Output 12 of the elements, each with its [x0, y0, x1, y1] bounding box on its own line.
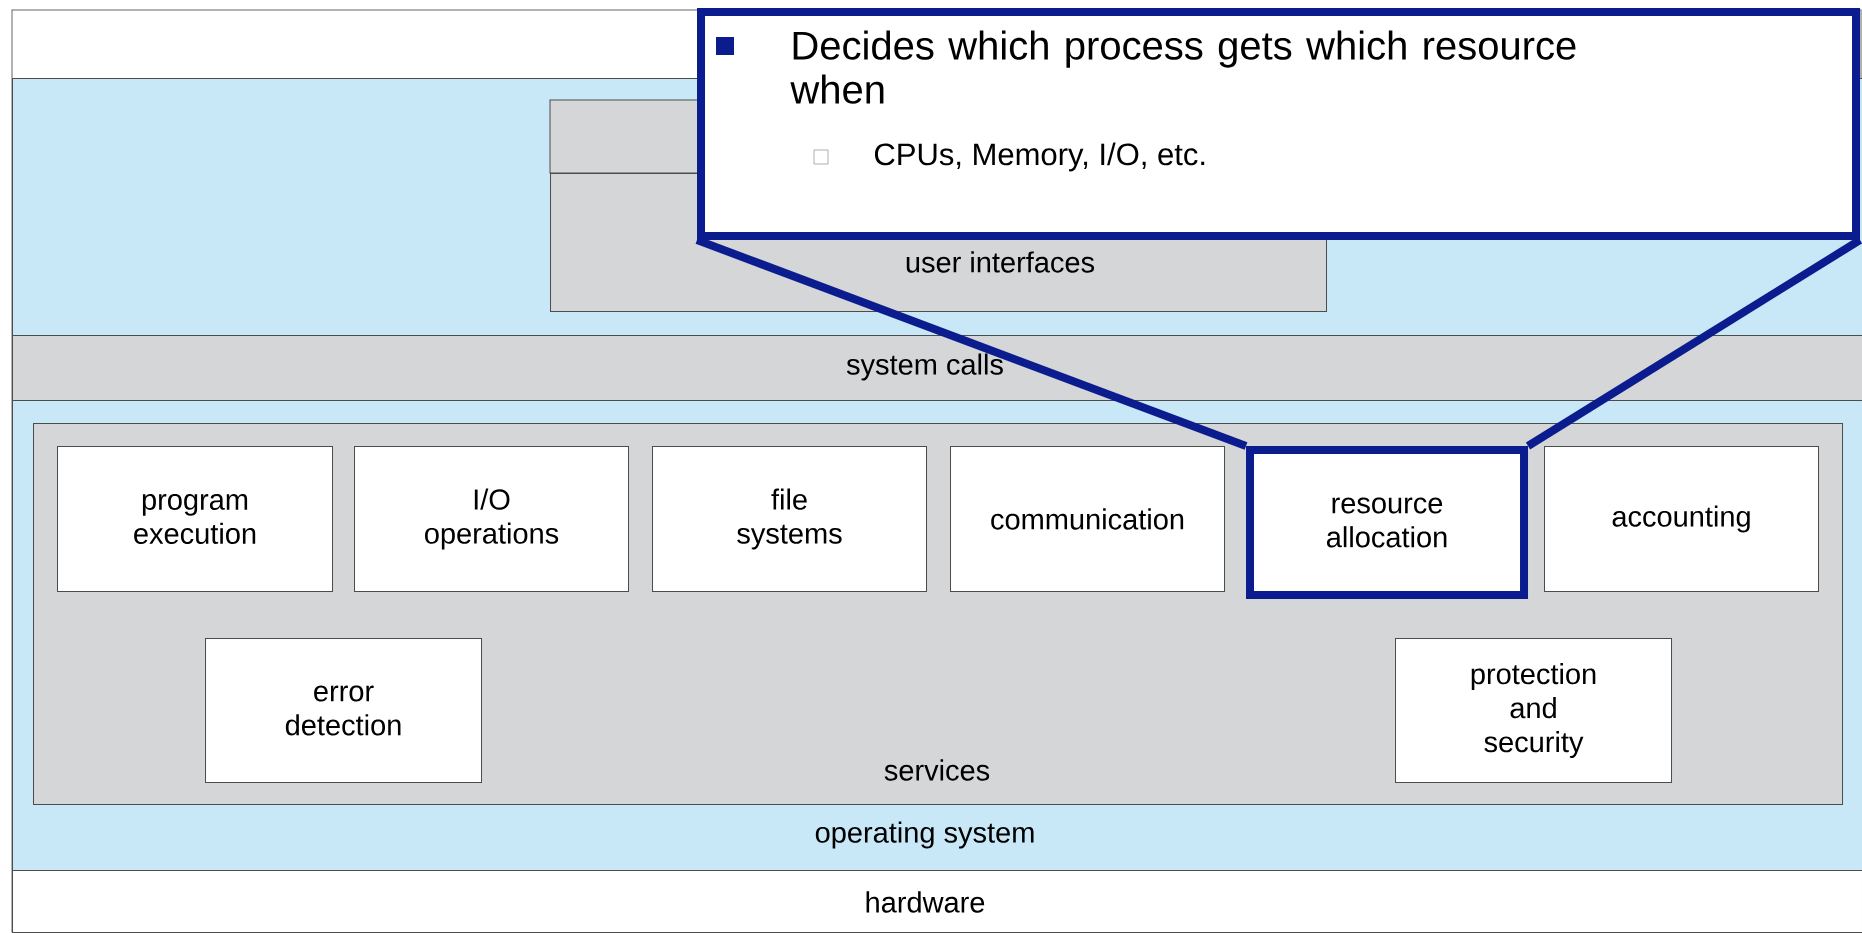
- service-box: error detection: [205, 638, 482, 783]
- service-box: file systems: [652, 446, 927, 592]
- layer-band: system calls: [12, 335, 1862, 401]
- callout-box: Decides which process gets which resource when CPUs, Memory, I/O, etc.: [697, 8, 1860, 240]
- service-box: protection and security: [1395, 638, 1672, 783]
- service-box: accounting: [1544, 446, 1819, 592]
- service-box: I/O operations: [354, 446, 629, 592]
- highlighted-service-box: resource allocation: [1246, 446, 1528, 599]
- service-box: communication: [950, 446, 1225, 592]
- node-label: hardware: [866, 891, 985, 913]
- layer-band: hardware: [12, 870, 1862, 933]
- service-box: program execution: [57, 446, 333, 592]
